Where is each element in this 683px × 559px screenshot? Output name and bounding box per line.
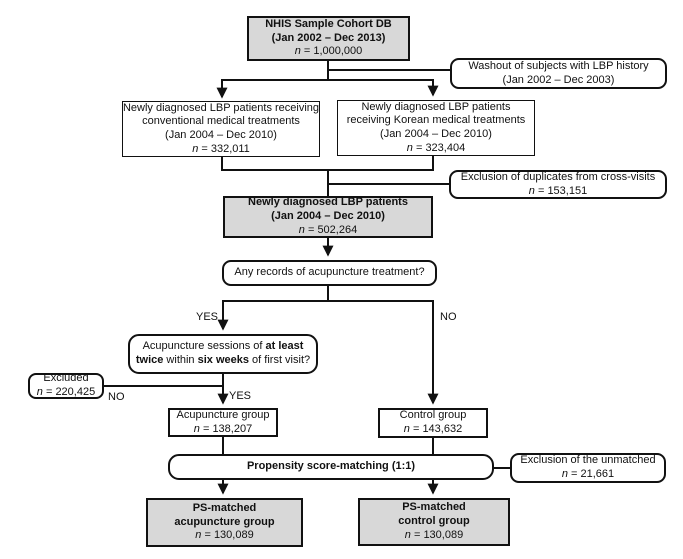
- node-text: acupuncture group: [174, 515, 275, 528]
- node-n-value: n = 21,661: [561, 468, 615, 480]
- node-korean-treatments: Newly diagnosed LBP patients receiving K…: [337, 100, 535, 156]
- node-text: Exclusion of duplicates from cross-visit…: [460, 170, 656, 183]
- node-text: Control group: [399, 409, 467, 422]
- node-conventional-treatments: Newly diagnosed LBP patients receiving c…: [122, 101, 320, 157]
- node-text: Propensity score-matching (1:1): [246, 460, 416, 473]
- node-text: receiving Korean medical treatments: [346, 114, 526, 127]
- node-text: (Jan 2002 – Dec 2013): [271, 31, 386, 44]
- node-text: (Jan 2004 – Dec 2010): [380, 128, 492, 140]
- node-text: conventional medical treatments: [142, 115, 300, 128]
- node-text: PS-matched: [192, 501, 257, 514]
- node-sessions-question: Acupuncture sessions of at least twice w…: [128, 334, 318, 374]
- node-any-records-question: Any records of acupuncture treatment?: [222, 260, 437, 286]
- node-ps-matched-acupuncture: PS-matched acupuncture group n = 130,089: [146, 498, 303, 547]
- node-text: (Jan 2004 – Dec 2010): [271, 210, 385, 223]
- branch-label-no-excluded: NO: [108, 391, 125, 403]
- node-text: control group: [398, 515, 470, 528]
- node-washout: Washout of subjects with LBP history (Ja…: [450, 58, 667, 89]
- node-nhis-cohort: NHIS Sample Cohort DB (Jan 2002 – Dec 20…: [247, 16, 410, 61]
- node-n-value: n = 1,000,000: [294, 45, 363, 58]
- node-n-value: n = 323,404: [406, 141, 466, 154]
- node-text: (Jan 2004 – Dec 2010): [165, 129, 277, 141]
- node-text: Washout of subjects with LBP history: [468, 59, 649, 72]
- branch-label-yes: YES: [195, 311, 218, 323]
- node-n-value: n = 332,011: [192, 142, 250, 155]
- node-text: Acupuncture sessions of at least twice w…: [135, 340, 311, 366]
- node-n-value: n = 153,151: [528, 184, 588, 197]
- node-excluded: Excluded n = 220,425: [28, 372, 104, 399]
- node-ps-matched-control: PS-matched control group n = 130,089: [358, 498, 510, 546]
- node-control-group: Control group n = 143,632: [378, 408, 488, 438]
- node-text: (Jan 2002 – Dec 2003): [502, 73, 615, 86]
- branch-label-no: NO: [440, 311, 457, 323]
- node-text: Exclusion of the unmatched: [520, 454, 656, 467]
- node-text: Newly diagnosed LBP patients receiving: [122, 101, 320, 114]
- node-exclusion-duplicates: Exclusion of duplicates from cross-visit…: [449, 170, 667, 199]
- node-text: NHIS Sample Cohort DB: [265, 17, 392, 30]
- branch-label-yes-group: YES: [229, 390, 252, 402]
- node-n-value: n = 220,425: [36, 386, 96, 398]
- node-exclusion-unmatched: Exclusion of the unmatched n = 21,661: [510, 453, 666, 483]
- node-text: Newly diagnosed LBP patients: [361, 100, 511, 113]
- node-newly-diagnosed-lbp: Newly diagnosed LBP patients (Jan 2004 –…: [223, 196, 433, 238]
- node-text: Any records of acupuncture treatment?: [234, 266, 425, 279]
- node-text: Acupuncture group: [176, 408, 270, 421]
- node-text: Excluded: [43, 372, 89, 385]
- node-text: Newly diagnosed LBP patients: [248, 196, 408, 209]
- node-n-value: n = 130,089: [404, 528, 464, 541]
- node-text: PS-matched: [402, 501, 466, 514]
- node-propensity-matching: Propensity score-matching (1:1): [168, 454, 494, 480]
- node-acupuncture-group: Acupuncture group n = 138,207: [168, 408, 278, 437]
- node-n-value: n = 130,089: [195, 529, 254, 542]
- node-n-value: n = 138,207: [193, 422, 253, 435]
- node-n-value: n = 502,264: [298, 223, 358, 236]
- node-n-value: n = 143,632: [403, 423, 463, 435]
